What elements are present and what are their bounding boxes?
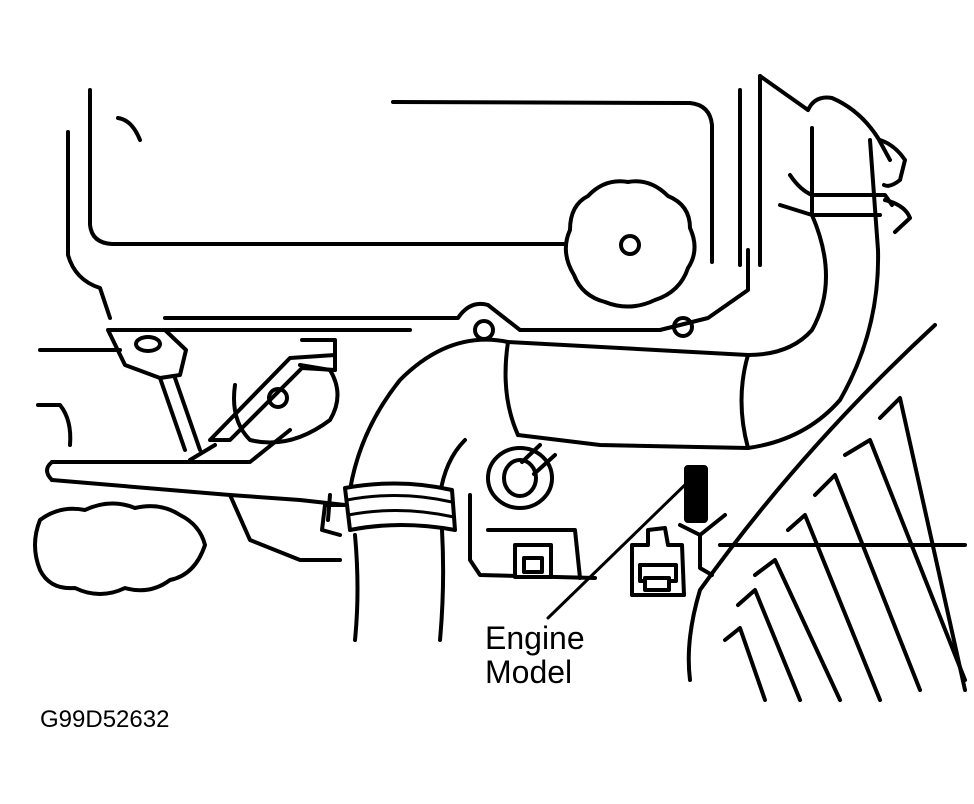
callout-label-line2: Model — [485, 654, 573, 690]
connector-right — [630, 526, 686, 597]
callout-leader — [546, 478, 692, 620]
oil-filler-cap — [563, 179, 697, 309]
hose-clamp — [320, 481, 457, 642]
connector-left — [513, 543, 553, 579]
upper-hose — [746, 95, 912, 450]
radiator-shroud — [686, 323, 967, 702]
radiator-cap — [33, 501, 207, 596]
engine-model-stamp — [678, 465, 727, 577]
callout-label-line1: Engine — [485, 620, 585, 656]
figure-code: G99D52632 — [40, 706, 170, 733]
water-outlet — [36, 348, 347, 562]
left-bracket — [106, 328, 337, 462]
valve-cover — [66, 74, 810, 320]
